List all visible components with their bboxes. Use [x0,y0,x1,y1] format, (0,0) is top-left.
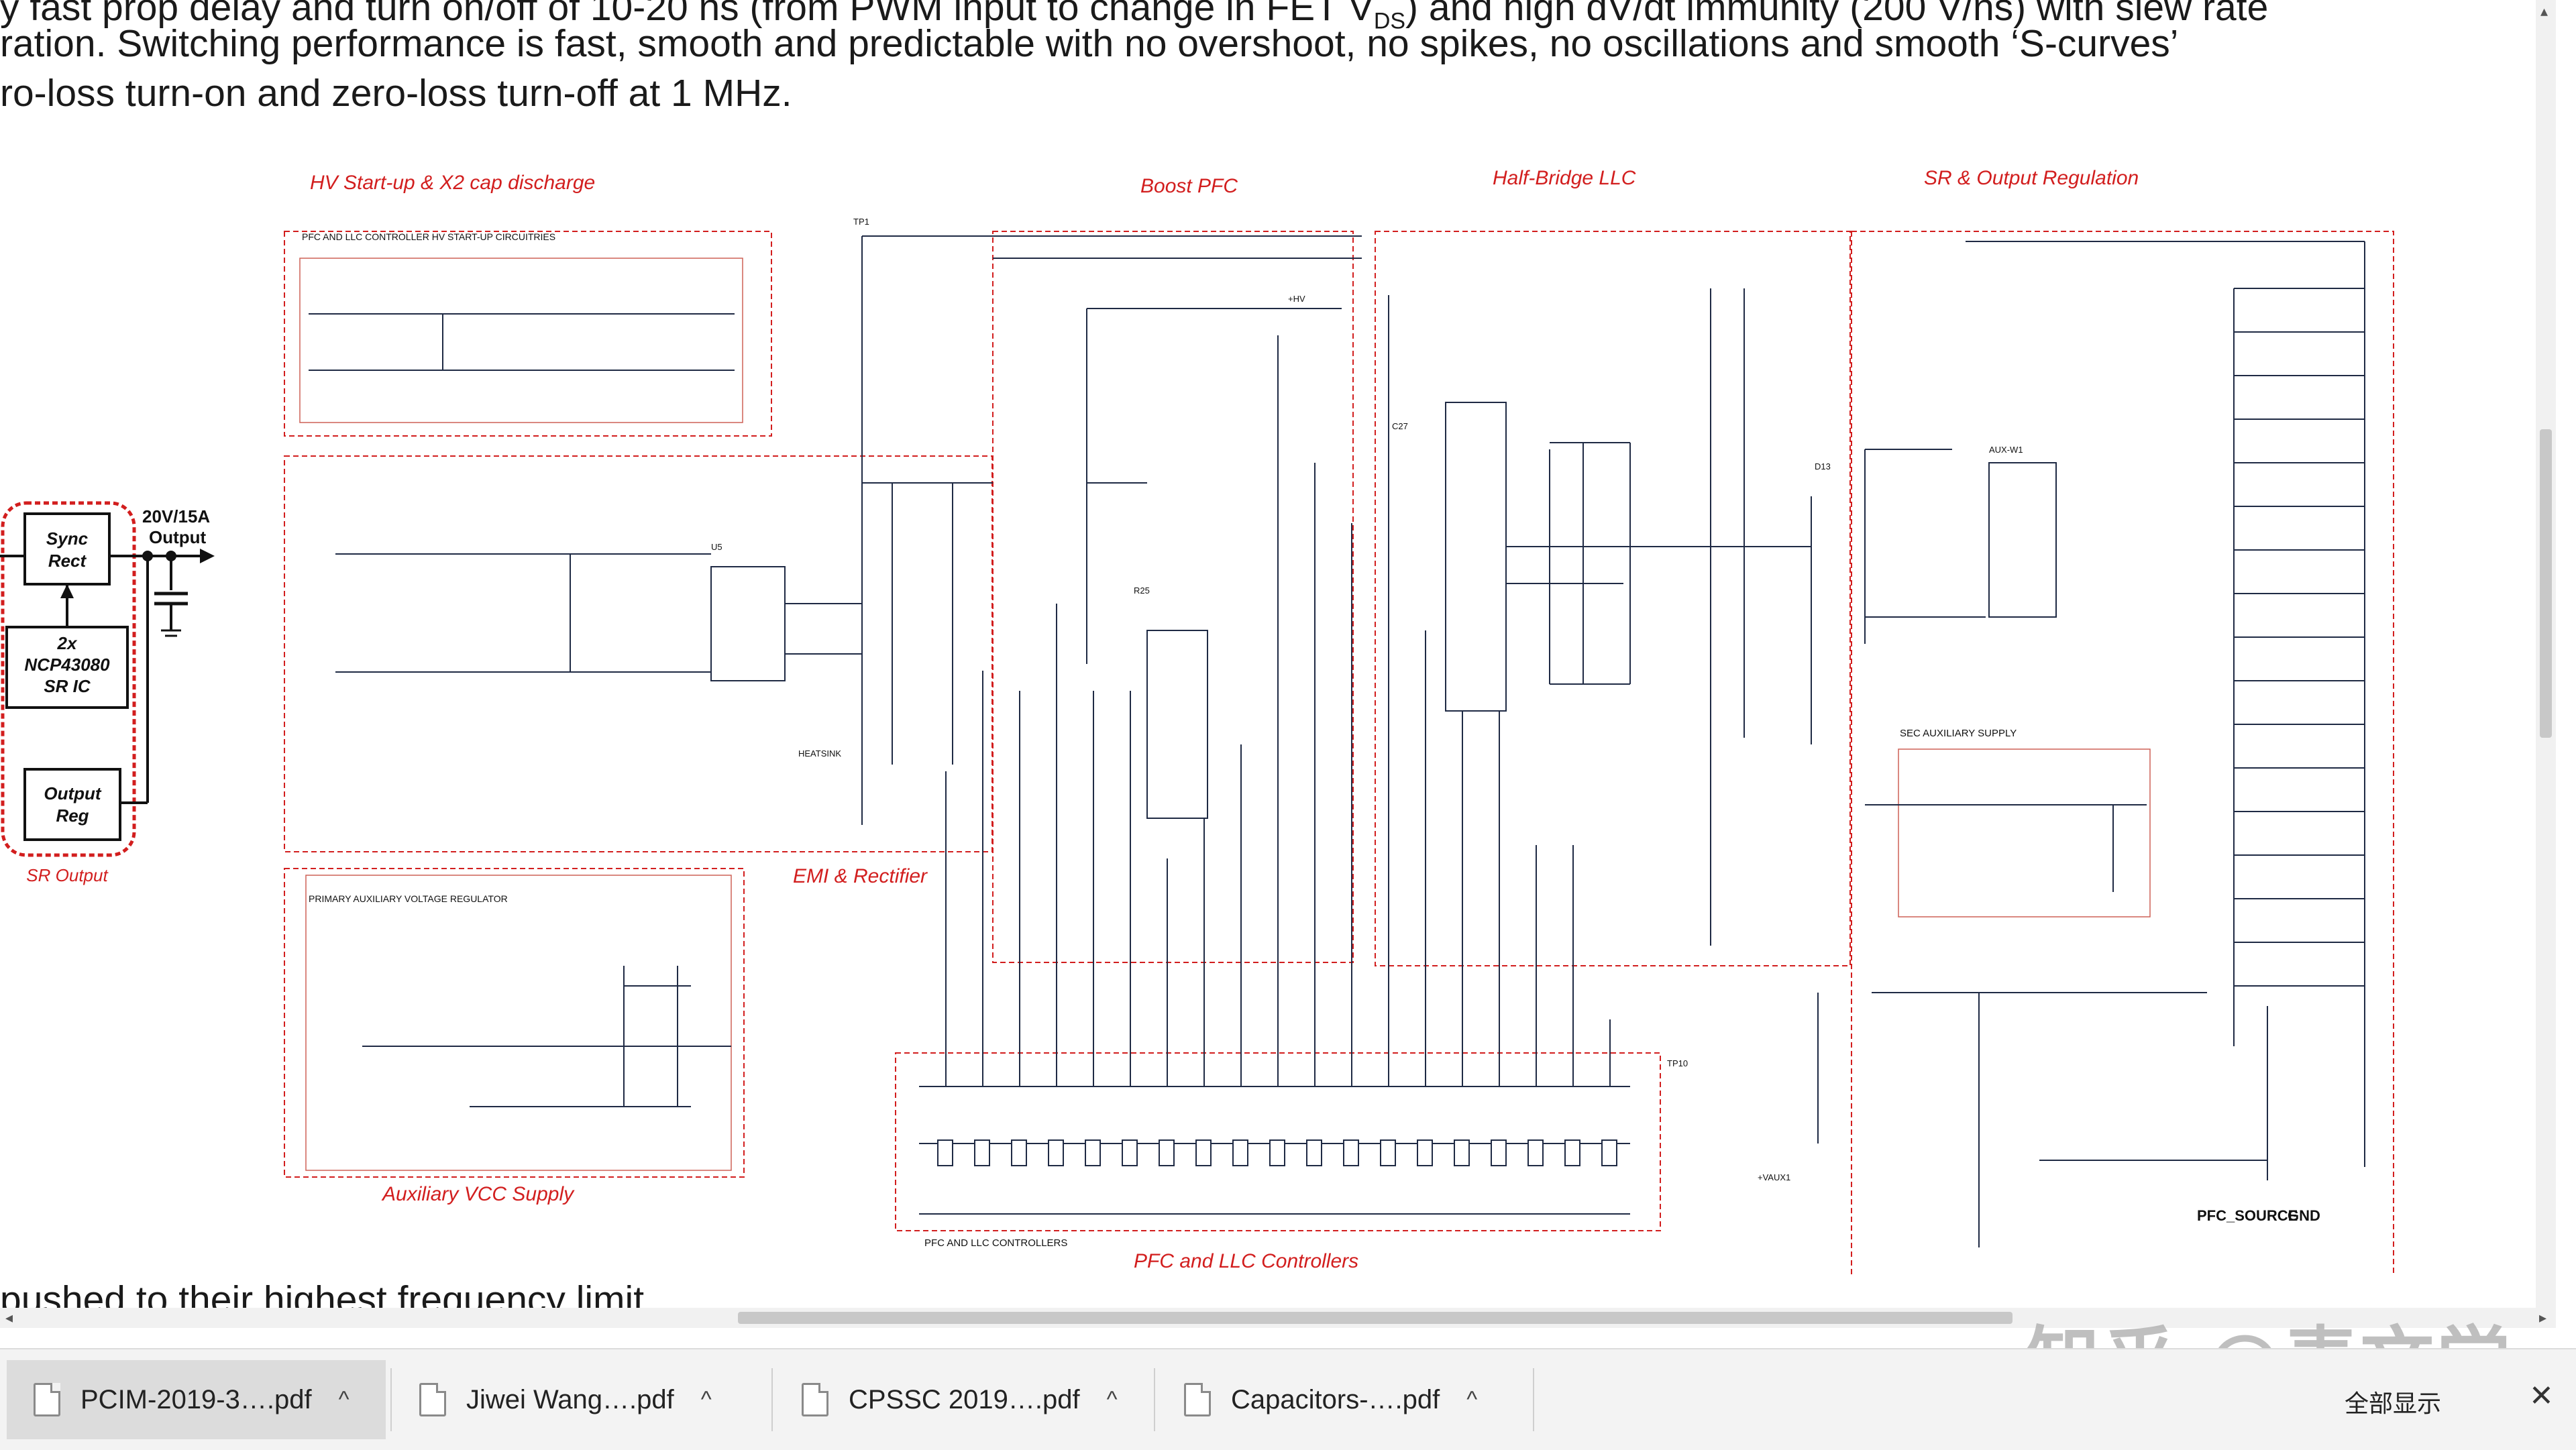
block-sr-output-left [1,501,136,857]
paper-line-1-text: y fast prop delay and turn on/off of 10-… [0,0,1374,29]
title-half-bridge: Half-Bridge LLC [1493,167,1636,189]
small-title-controllers: PFC AND LLC CONTROLLERS [924,1237,1067,1249]
file-icon [34,1383,60,1416]
label-hv: +HV [1288,294,1305,304]
paper-line-1-sub: DS [1373,8,1406,34]
sr-output-left-label: SR Output [26,865,109,885]
chevron-up-icon[interactable]: ^ [1466,1386,1478,1412]
sr-ic-label-1: 2x [57,633,78,653]
scroll-up-icon[interactable]: ▴ [2540,3,2548,19]
title-hv-startup: HV Start-up & X2 cap discharge [310,172,595,194]
small-title-primary-aux: PRIMARY AUXILIARY VOLTAGE REGULATOR [309,893,508,904]
label-u5: U5 [711,542,722,552]
sync-rect-label-1: Sync [46,528,89,549]
horizontal-scroll-thumb[interactable] [738,1312,2012,1324]
schematic-figure: HV Start-up & X2 cap discharge Boost PFC… [0,167,2394,1274]
block-emi [284,455,993,852]
title-aux-vcc: Auxiliary VCC Supply [381,1183,575,1205]
label-u6: TP10 [1667,1058,1688,1068]
download-item-2[interactable]: Jiwei Wang….pdf ^ [392,1360,771,1439]
schematic-wiring [309,235,2365,1247]
output-reg-label-1: Output [44,783,102,803]
download-item-name: Capacitors-….pdf [1231,1384,1440,1414]
download-item-name: Jiwei Wang….pdf [466,1384,674,1414]
sync-rect-label-2: Rect [48,551,87,571]
block-aux-vcc [284,868,745,1178]
file-icon [1184,1383,1211,1416]
scroll-right-icon[interactable]: ▸ [2539,1309,2547,1326]
title-boost-pfc: Boost PFC [1140,175,1238,197]
paper-line-1-tail: ) and high dV/dt immunity (200 V/ns) wit… [1405,0,2269,29]
show-all-button[interactable]: 全部显示 [2345,1390,2442,1417]
box-sec-aux-inner [1898,748,2151,917]
small-title-sec-aux: SEC AUXILIARY SUPPLY [1900,728,2017,739]
label-u3-1: R25 [1134,585,1150,596]
label-u4: AUX-W1 [1989,445,2023,455]
paper-line-1: y fast prop delay and turn on/off of 10-… [0,0,2268,34]
label-tr1: D13 [1815,461,1831,471]
sr-ic-label-3: SR IC [44,676,91,696]
box-startup-inner [299,258,743,423]
block-sr-output [1851,231,2394,1274]
title-sr-output: SR & Output Regulation [1924,167,2139,189]
download-divider [1533,1368,1534,1431]
paper-line-2: ration. Switching performance is fast, s… [0,22,2179,65]
download-item-3[interactable]: CPSSC 2019….pdf ^ [775,1360,1154,1439]
small-title-startup: PFC AND LLC CONTROLLER HV START-UP CIRCU… [302,231,555,242]
output-reg-label-2: Reg [56,805,89,826]
sr-ic-label-2: NCP43080 [24,655,110,675]
chevron-up-icon[interactable]: ^ [338,1386,350,1412]
download-item-4[interactable]: Capacitors-….pdf ^ [1157,1360,1536,1439]
horizontal-scrollbar[interactable]: ◂ ▸ [0,1308,2556,1328]
label-u7: +VAUX1 [1758,1172,1790,1182]
close-icon[interactable]: ✕ [2529,1380,2554,1412]
download-divider [390,1368,392,1431]
download-item-1[interactable]: PCIM-2019-3….pdf ^ [7,1360,386,1439]
sr-output-diagram: Sync Rect 2x NCP43080 SR IC Output Reg 2… [0,506,215,885]
label-tp1: TP1 [853,217,869,227]
file-icon [419,1383,446,1416]
chevron-up-icon[interactable]: ^ [1106,1386,1118,1412]
download-bar: PCIM-2019-3….pdf ^ Jiwei Wang….pdf ^ CPS… [0,1348,2576,1450]
vertical-scrollbar[interactable]: ▴ ▾ [2536,0,2556,1328]
download-item-name: PCIM-2019-3….pdf [80,1384,312,1414]
file-icon [802,1383,828,1416]
title-emi: EMI & Rectifier [793,865,928,887]
output-rating-1: 20V/15A [142,506,210,526]
label-heatsink: HEATSINK [798,748,841,759]
pdf-viewer: y fast prop delay and turn on/off of 10-… [0,0,2556,1328]
block-half-bridge [1375,231,1851,966]
download-divider [771,1368,773,1431]
output-cap-bank [2234,288,2365,987]
download-item-name: CPSSC 2019….pdf [849,1384,1080,1414]
block-boost-pfc [992,231,1354,963]
title-controllers: PFC and LLC Controllers [1134,1250,1358,1272]
chevron-up-icon[interactable]: ^ [700,1386,712,1412]
label-vout-out: GND [2288,1207,2320,1224]
output-rating-2: Output [149,527,207,547]
scroll-left-icon[interactable]: ◂ [5,1309,13,1326]
controller-pins [937,1139,1617,1166]
download-divider [1154,1368,1155,1431]
vertical-scroll-thumb[interactable] [2540,429,2552,738]
label-u3-2: C27 [1392,421,1408,431]
label-gnd1: PFC_SOURCE [2197,1207,2298,1224]
paper-line-3: ro-loss turn-on and zero-loss turn-off a… [0,72,792,115]
box-primary-aux-inner [305,875,732,1171]
block-hv-startup [284,231,772,437]
